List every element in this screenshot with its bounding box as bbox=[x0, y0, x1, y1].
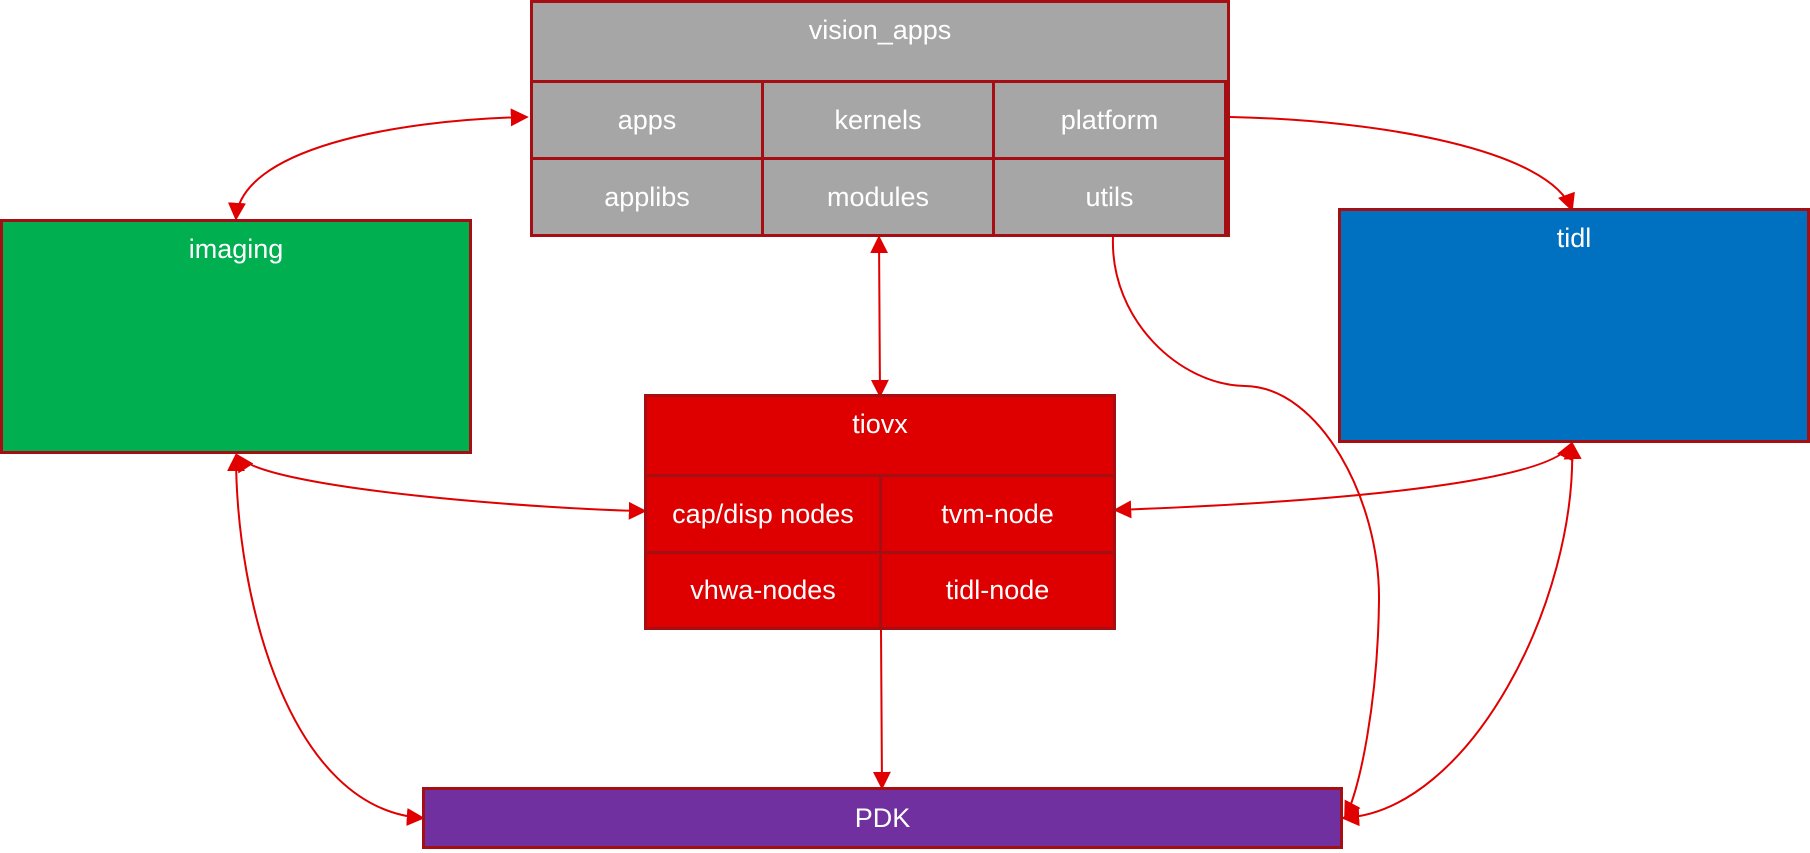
kernels-cell: kernels bbox=[761, 80, 995, 160]
tiovx-title: tiovx bbox=[852, 409, 908, 439]
vhwa-nodes-cell: vhwa-nodes bbox=[644, 551, 882, 630]
imaging-title: imaging bbox=[188, 234, 284, 264]
pdk-title: PDK bbox=[854, 802, 911, 833]
arrow-tidl-pdk bbox=[1341, 441, 1582, 827]
tidl-block: tidl bbox=[1338, 208, 1810, 443]
arrow-apps-imaging bbox=[227, 108, 529, 221]
arrow-imaging-capdisp bbox=[236, 453, 647, 520]
tvm-node-cell: tvm-node bbox=[879, 474, 1116, 554]
arrow-tidl-tvmnode bbox=[1113, 441, 1574, 519]
arrow-modules-tiovx bbox=[870, 235, 889, 398]
arrow-tiovx-pdk bbox=[872, 629, 891, 790]
modules-cell: modules bbox=[761, 157, 995, 237]
platform-cell: platform bbox=[992, 80, 1227, 160]
utils-cell: utils bbox=[992, 157, 1227, 237]
vision-apps-block: vision_apps apps kernels platform applib… bbox=[530, 0, 1230, 237]
tidl-title: tidl bbox=[1556, 223, 1592, 253]
arrow-imaging-pdk bbox=[227, 453, 425, 826]
tiovx-block: tiovx cap/disp nodes tvm-node vhwa-nodes… bbox=[644, 394, 1116, 630]
vision-apps-title: vision_apps bbox=[808, 15, 952, 45]
apps-cell: apps bbox=[530, 80, 764, 160]
pdk-block: PDK bbox=[422, 787, 1343, 849]
applibs-cell: applibs bbox=[530, 157, 764, 237]
arrow-platform-tidl bbox=[1229, 116, 1575, 212]
cap-disp-nodes-cell: cap/disp nodes bbox=[644, 474, 882, 554]
imaging-block: imaging bbox=[0, 219, 472, 454]
tidl-node-cell: tidl-node bbox=[879, 551, 1116, 630]
